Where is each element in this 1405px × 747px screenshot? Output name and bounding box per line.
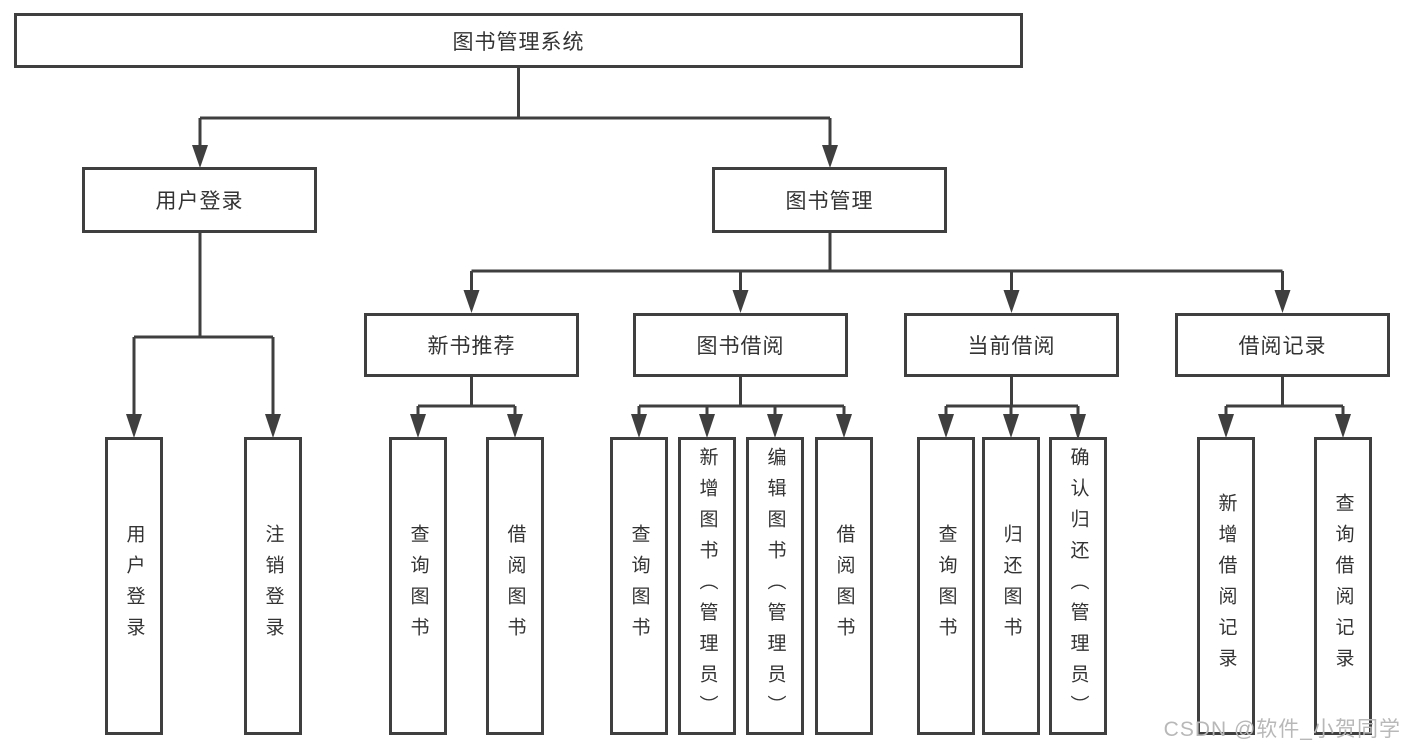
node-leaf-borrow-book-recommend: 借阅图书 [486, 437, 544, 735]
leaf-label: 归还图书 [1000, 524, 1022, 648]
leaf-label: 编辑图书（管理员） [764, 446, 786, 726]
leaf-label: 查询图书 [935, 524, 957, 648]
node-leaf-borrow-book: 借阅图书 [815, 437, 873, 735]
watermark: CSDN @软件_小贺同学 [1163, 718, 1401, 741]
node-book-management: 图书管理 [712, 167, 947, 233]
leaf-label: 借阅图书 [504, 524, 526, 648]
leaf-label: 确认归还（管理员） [1067, 446, 1089, 726]
node-leaf-add-book-admin: 新增图书（管理员） [678, 437, 736, 735]
node-leaf-query-book-recommend: 查询图书 [389, 437, 447, 735]
node-book-borrow: 图书借阅 [633, 313, 848, 377]
leaf-label: 新增图书（管理员） [696, 446, 718, 726]
node-leaf-confirm-return-admin: 确认归还（管理员） [1049, 437, 1107, 735]
leaf-label: 查询图书 [628, 524, 650, 648]
node-current-borrow: 当前借阅 [904, 313, 1119, 377]
node-leaf-query-borrow-record: 查询借阅记录 [1314, 437, 1372, 735]
node-leaf-query-book-borrow: 查询图书 [610, 437, 668, 735]
node-leaf-add-borrow-record: 新增借阅记录 [1197, 437, 1255, 735]
arrowheads [126, 145, 1351, 440]
leaf-label: 新增借阅记录 [1215, 493, 1237, 679]
node-leaf-return-book: 归还图书 [982, 437, 1040, 735]
node-leaf-edit-book-admin: 编辑图书（管理员） [746, 437, 804, 735]
node-leaf-logout: 注销登录 [244, 437, 302, 735]
leaf-label: 注销登录 [262, 524, 284, 648]
leaf-label: 查询图书 [407, 524, 429, 648]
leaf-label: 查询借阅记录 [1332, 493, 1354, 679]
leaf-label: 借阅图书 [833, 524, 855, 648]
leaf-label: 用户登录 [123, 524, 145, 648]
node-user-login: 用户登录 [82, 167, 317, 233]
node-new-book-recommend: 新书推荐 [364, 313, 579, 377]
node-root: 图书管理系统 [14, 13, 1023, 68]
node-leaf-user-login: 用户登录 [105, 437, 163, 735]
node-leaf-query-book-current: 查询图书 [917, 437, 975, 735]
node-borrow-records: 借阅记录 [1175, 313, 1390, 377]
